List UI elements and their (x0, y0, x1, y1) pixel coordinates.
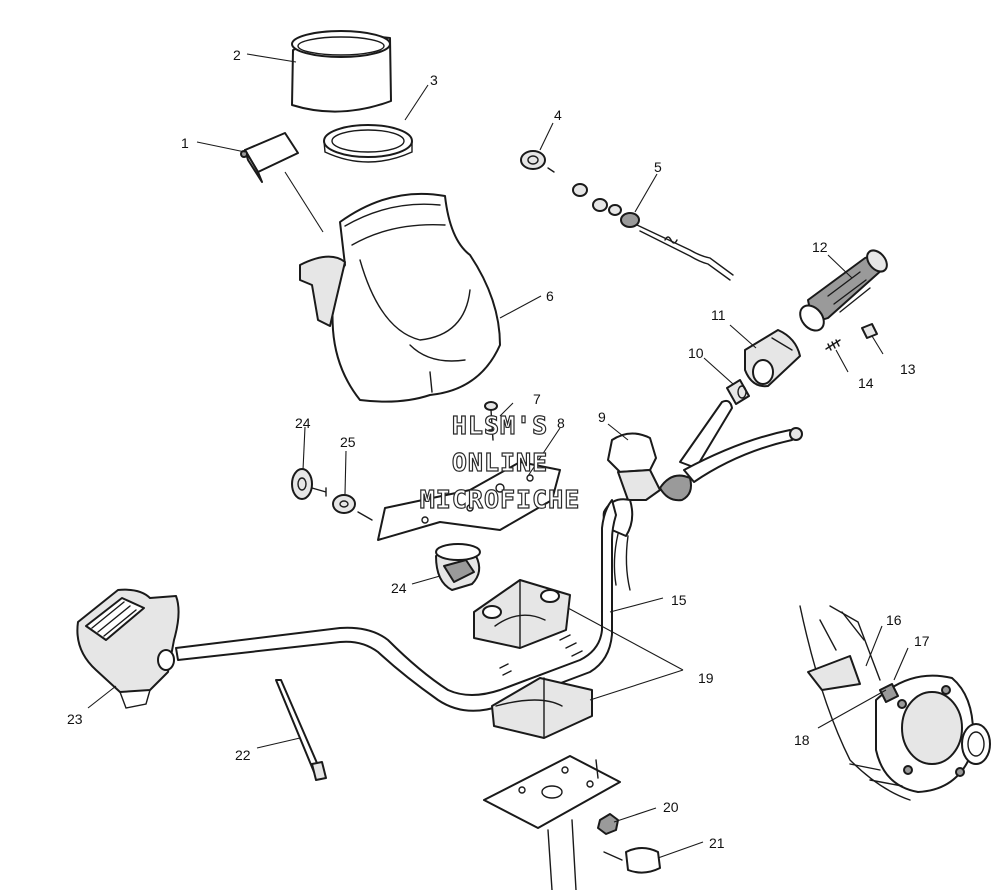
part-19-clamp-upper (473, 579, 571, 649)
callout-14: 14 (858, 375, 874, 391)
callout-4: 4 (554, 107, 562, 123)
callout-numbers: 1 2 3 4 5 6 7 8 9 10 11 12 13 14 15 16 1… (67, 47, 930, 851)
callout-16: 16 (886, 612, 902, 628)
part-2-sleeve (291, 30, 392, 113)
part-4-nut (520, 150, 555, 173)
watermark-line-3: MICROFICHE (420, 485, 581, 514)
callout-5: 5 (654, 159, 662, 175)
callout-8: 8 (557, 415, 565, 431)
callout-6: 6 (546, 288, 554, 304)
callout-24-lower: 24 (391, 580, 407, 596)
callout-22: 22 (235, 747, 251, 763)
callout-18: 18 (794, 732, 810, 748)
part-1-switch (240, 132, 299, 183)
part-10-collar (726, 379, 750, 405)
callout-11: 11 (711, 307, 726, 323)
part-15-handlebar (175, 499, 617, 712)
part-5-cable (572, 183, 734, 281)
callout-13: 13 (900, 361, 916, 377)
callout-3: 3 (430, 72, 438, 88)
callout-10: 10 (688, 345, 704, 361)
part-24-grommet-upper (291, 468, 327, 500)
part-7-screw (484, 401, 498, 441)
callout-1: 1 (181, 135, 189, 151)
callout-19: 19 (698, 670, 714, 686)
callout-25: 25 (340, 434, 356, 450)
part-25-nut (332, 494, 373, 521)
part-9-master-cylinder (602, 399, 803, 591)
part-6-pod-cover (299, 192, 501, 403)
callout-9: 9 (598, 409, 606, 425)
callout-20: 20 (663, 799, 679, 815)
part-19-clamp-lower (491, 677, 593, 739)
part-3-ring (323, 124, 413, 163)
leader-lines (87, 53, 909, 859)
callout-21: 21 (709, 835, 725, 851)
callout-23: 23 (67, 711, 83, 727)
part-13-bolt (861, 323, 878, 339)
part-23-master-cylinder-left (76, 588, 180, 709)
part-12-grip (799, 249, 888, 332)
part-21-clip (603, 847, 661, 874)
part-24-switch-lower (435, 543, 481, 591)
part-8-plate (377, 461, 561, 541)
watermark: HLSM'S ONLINE MICROFICHE (419, 410, 581, 514)
part-22-bolt (275, 679, 327, 781)
inset-wheel-hub (799, 605, 991, 801)
watermark-line-2: ONLINE (452, 448, 548, 477)
callout-15: 15 (671, 592, 687, 608)
callout-7: 7 (533, 391, 541, 407)
part-11-switch-housing (744, 329, 801, 388)
stem-mount-plate (483, 755, 621, 890)
callout-17: 17 (914, 633, 930, 649)
part-14-screw (825, 339, 841, 351)
callout-2: 2 (233, 47, 241, 63)
callout-12: 12 (812, 239, 828, 255)
callout-24-upper: 24 (295, 415, 311, 431)
part-20-nut (597, 813, 619, 835)
watermark-line-1: HLSM'S (452, 411, 548, 440)
